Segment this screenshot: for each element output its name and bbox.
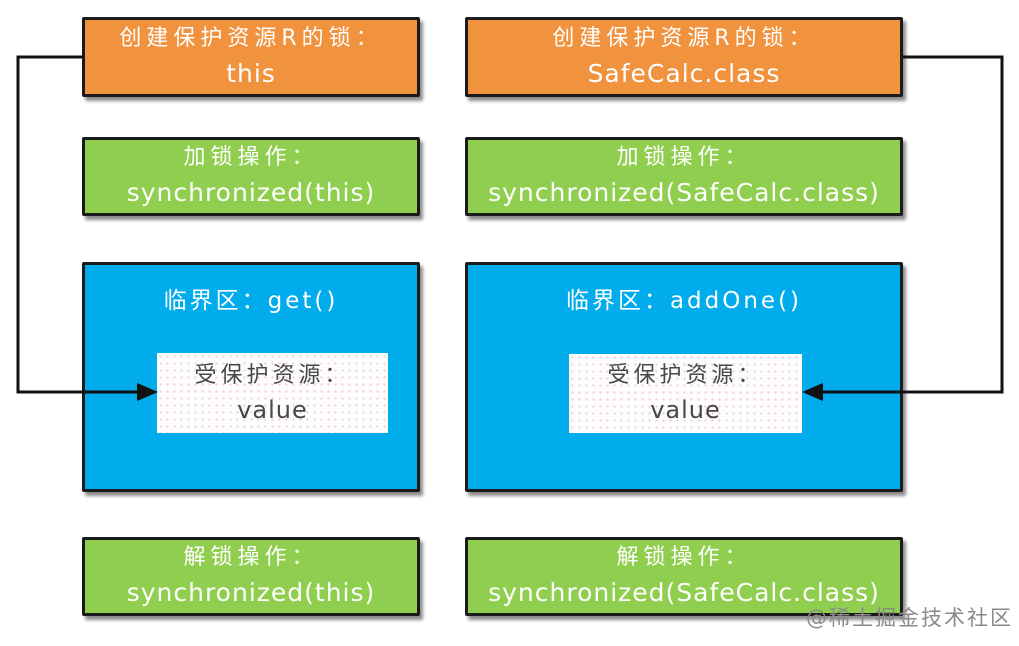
right-lock-op-code: synchronized(SafeCalc.class) xyxy=(488,178,880,208)
left-create-lock-label: 创建保护资源R的锁： xyxy=(119,25,383,51)
left-protected-resource-box: 受保护资源： value xyxy=(157,353,388,433)
left-unlock-op-label: 解锁操作： xyxy=(183,545,319,571)
left-unlock-op-box: 解锁操作： synchronized(this) xyxy=(82,537,420,616)
right-protected-resource-value: value xyxy=(650,396,721,425)
right-create-lock-box: 创建保护资源R的锁： SafeCalc.class xyxy=(465,17,903,97)
left-protected-resource-label: 受保护资源： xyxy=(194,362,351,388)
left-create-lock-box: 创建保护资源R的锁： this xyxy=(82,17,420,97)
right-create-lock-label: 创建保护资源R的锁： xyxy=(552,25,816,51)
right-unlock-op-box: 解锁操作： synchronized(SafeCalc.class) xyxy=(465,537,903,616)
right-protected-resource-box: 受保护资源： value xyxy=(569,354,802,433)
right-lock-op-label: 加锁操作： xyxy=(616,145,752,171)
left-lock-op-code: synchronized(this) xyxy=(126,178,376,208)
right-unlock-op-code: synchronized(SafeCalc.class) xyxy=(488,578,880,608)
right-critical-section-title: 临界区：addOne() xyxy=(565,288,803,314)
right-unlock-op-label: 解锁操作： xyxy=(616,545,752,571)
right-create-lock-code: SafeCalc.class xyxy=(587,58,781,88)
watermark: @稀土掘金技术社区 xyxy=(806,606,1013,630)
left-lock-op-box: 加锁操作： synchronized(this) xyxy=(82,137,420,216)
left-unlock-op-code: synchronized(this) xyxy=(126,578,376,608)
left-create-lock-code: this xyxy=(226,58,276,88)
left-lock-op-label: 加锁操作： xyxy=(183,145,319,171)
right-lock-op-box: 加锁操作： synchronized(SafeCalc.class) xyxy=(465,137,903,216)
right-critical-section-box: 临界区：addOne() 受保护资源： value xyxy=(465,262,903,492)
left-protected-resource-value: value xyxy=(237,395,308,424)
left-critical-section-title: 临界区：get() xyxy=(163,288,339,314)
left-critical-section-box: 临界区：get() 受保护资源： value xyxy=(82,262,420,492)
right-protected-resource-label: 受保护资源： xyxy=(607,363,764,389)
